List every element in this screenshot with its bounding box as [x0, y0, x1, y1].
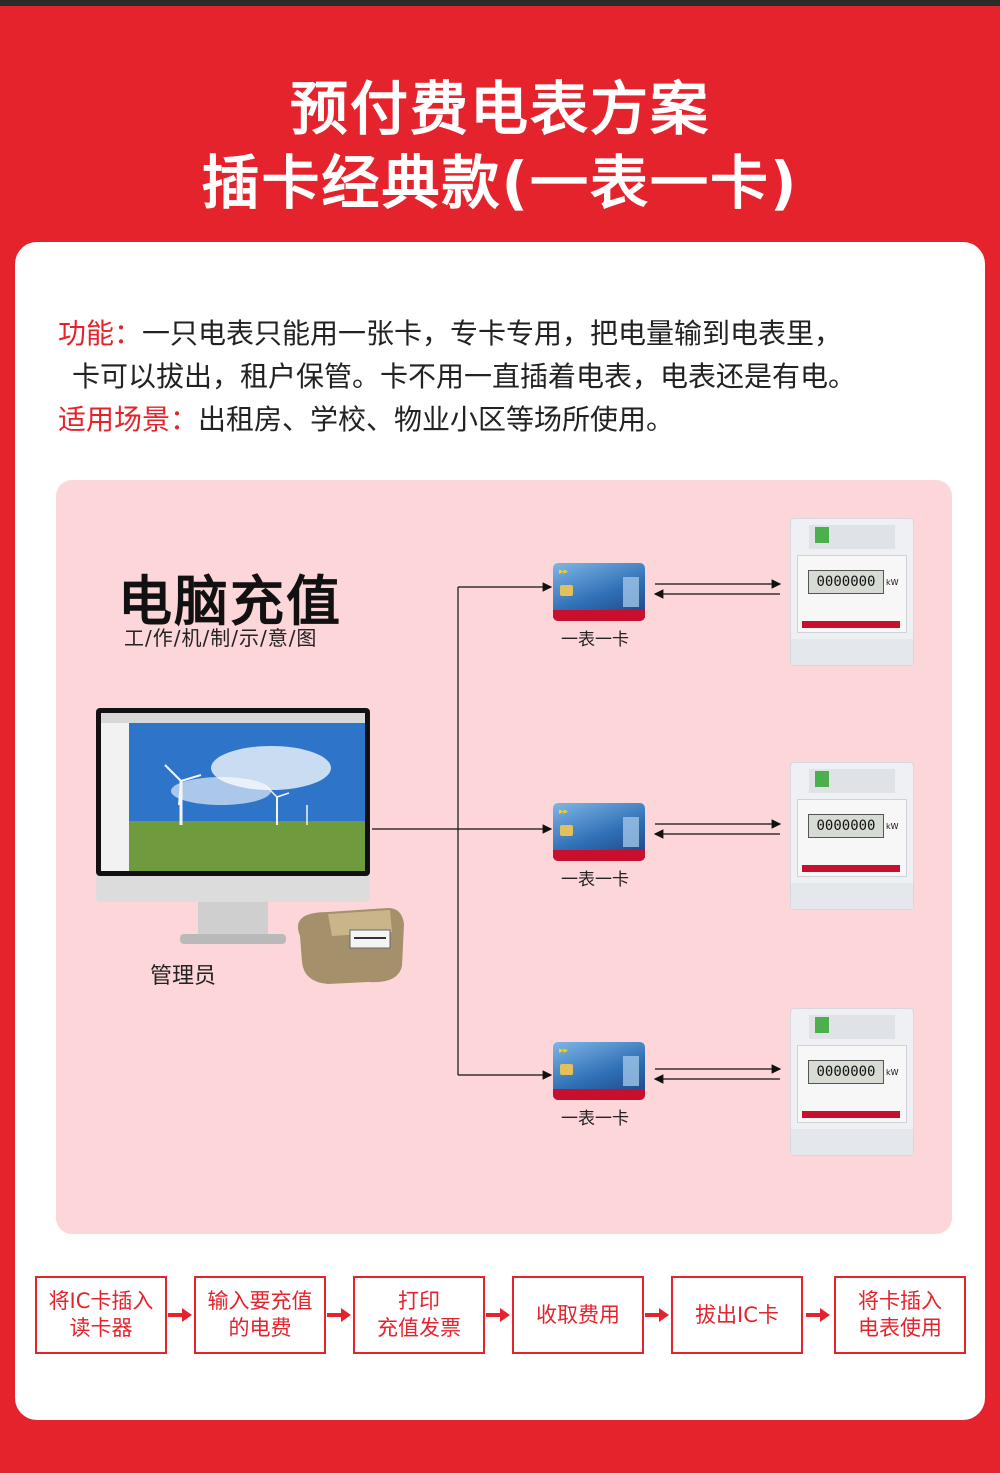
card-meter-arrows-1 — [653, 579, 782, 599]
page-title: 预付费电表方案 — [289, 75, 710, 143]
card-meter-arrows-2 — [653, 819, 782, 839]
scene-text: 出租房、学校、物业小区等场所使用。 — [198, 403, 675, 436]
card-brand-logo: ▸▸ — [559, 807, 569, 817]
flow-arrow-icon — [168, 1308, 192, 1322]
flow-step-6: 将卡插入电表使用 — [834, 1276, 966, 1354]
ic-card: ▸▸ — [553, 1042, 645, 1100]
monitor-screen — [101, 713, 365, 871]
diagram-heading: 电脑充值 — [118, 570, 342, 633]
flow-arrow-icon — [645, 1308, 669, 1322]
card-label: 一表一卡 — [561, 630, 629, 650]
monitor-stand-base — [180, 934, 286, 944]
scene-label: 适用场景： — [58, 403, 199, 436]
card-meter-arrows-3 — [653, 1064, 782, 1084]
card-brand-logo: ▸▸ — [559, 567, 569, 577]
meter-unit: kW — [886, 1068, 899, 1077]
card-label: 一表一卡 — [561, 1109, 629, 1129]
ic-card: ▸▸ — [553, 803, 645, 861]
meter-display: 0000000 — [808, 1060, 884, 1084]
function-label: 功能： — [58, 317, 143, 350]
meter-display: 0000000 — [808, 570, 884, 594]
electric-meter: 0000000 kW — [790, 1008, 914, 1156]
admin-label: 管理员 — [150, 964, 217, 989]
chip-icon — [560, 1064, 573, 1075]
flow-step-2: 输入要充值的电费 — [194, 1276, 326, 1354]
flow-arrow-icon — [806, 1308, 830, 1322]
function-line-2: 卡可以拔出，租户保管。卡不用一直插着电表，电表还是有电。 — [72, 360, 857, 393]
wind-farm-wallpaper — [101, 713, 365, 871]
function-line-1: 功能：一只电表只能用一张卡，专卡专用，把电量输到电表里， — [58, 312, 842, 352]
monitor-stand — [198, 902, 268, 936]
meter-unit: kW — [886, 822, 899, 831]
electric-meter: 0000000 kW — [790, 762, 914, 910]
flow-step-4: 收取费用 — [512, 1276, 644, 1354]
flow-step-1: 将IC卡插入读卡器 — [35, 1276, 167, 1354]
electric-meter: 0000000 kW — [790, 518, 914, 666]
diagram-subheading: 工/作/机/制/示/意/图 — [124, 626, 318, 650]
chip-icon — [560, 825, 573, 836]
page-subtitle: 插卡经典款(一表一卡) — [201, 149, 799, 217]
card-reader — [298, 908, 404, 984]
flow-arrow-icon — [327, 1308, 351, 1322]
meter-unit: kW — [886, 578, 899, 587]
chip-icon — [560, 585, 573, 596]
computer-monitor — [96, 708, 370, 902]
ic-card: ▸▸ — [553, 563, 645, 621]
flow-arrow-icon — [486, 1308, 510, 1322]
card-brand-logo: ▸▸ — [559, 1046, 569, 1056]
scene-line: 适用场景：出租房、学校、物业小区等场所使用。 — [58, 398, 674, 438]
flow-step-5: 拔出IC卡 — [671, 1276, 803, 1354]
meter-display: 0000000 — [808, 814, 884, 838]
top-bar — [0, 0, 1000, 6]
function-text-1: 一只电表只能用一张卡，专卡专用，把电量输到电表里， — [142, 317, 843, 350]
card-label: 一表一卡 — [561, 870, 629, 890]
flow-step-3: 打印充值发票 — [353, 1276, 485, 1354]
